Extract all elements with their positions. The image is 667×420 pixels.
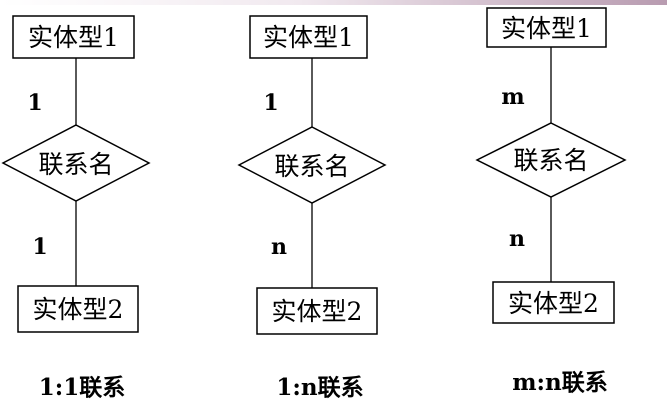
entity-box-bottom <box>17 285 139 333</box>
cardinality-bottom: n <box>271 234 287 260</box>
cardinality-top: 1 <box>263 90 278 116</box>
entity-label-top: 实体型1 <box>263 23 354 52</box>
diagram-many-to-many: 实体型1 联系名 实体型2 m n m:n联系 <box>475 7 627 396</box>
relationship-diamond <box>1 124 151 202</box>
cardinality-bottom: 1 <box>32 234 47 260</box>
diagram-caption: 1:1联系 <box>39 374 126 401</box>
relationship-label: 联系名 <box>274 152 349 181</box>
top-accent-bar <box>0 0 667 5</box>
entity-box-bottom <box>256 287 378 335</box>
diagram-caption: 1:n联系 <box>276 374 363 401</box>
relationship-label: 联系名 <box>38 150 113 179</box>
diagram-one-to-many: 实体型1 联系名 实体型2 1 n 1:n联系 <box>237 15 387 401</box>
entity-box-bottom <box>492 281 615 324</box>
relationship-diamond <box>237 126 387 204</box>
relationship-label: 联系名 <box>513 146 588 175</box>
diagram-caption: m:n联系 <box>512 369 608 396</box>
cardinality-bottom: n <box>509 226 525 252</box>
entity-label-bottom: 实体型2 <box>272 297 363 326</box>
entity-label-bottom: 实体型2 <box>33 295 124 324</box>
entity-box-top <box>249 15 368 59</box>
relationship-diamond <box>475 122 627 198</box>
diagram-one-to-one: 实体型1 联系名 实体型2 1 1 1:1联系 <box>1 15 151 401</box>
entity-label-bottom: 实体型2 <box>508 289 599 318</box>
cardinality-top: 1 <box>27 90 42 116</box>
entity-label-top: 实体型1 <box>28 23 119 52</box>
cardinality-top: m <box>501 84 524 110</box>
entity-box-top <box>486 7 607 48</box>
entity-box-top <box>12 15 135 59</box>
entity-label-top: 实体型1 <box>501 14 592 43</box>
